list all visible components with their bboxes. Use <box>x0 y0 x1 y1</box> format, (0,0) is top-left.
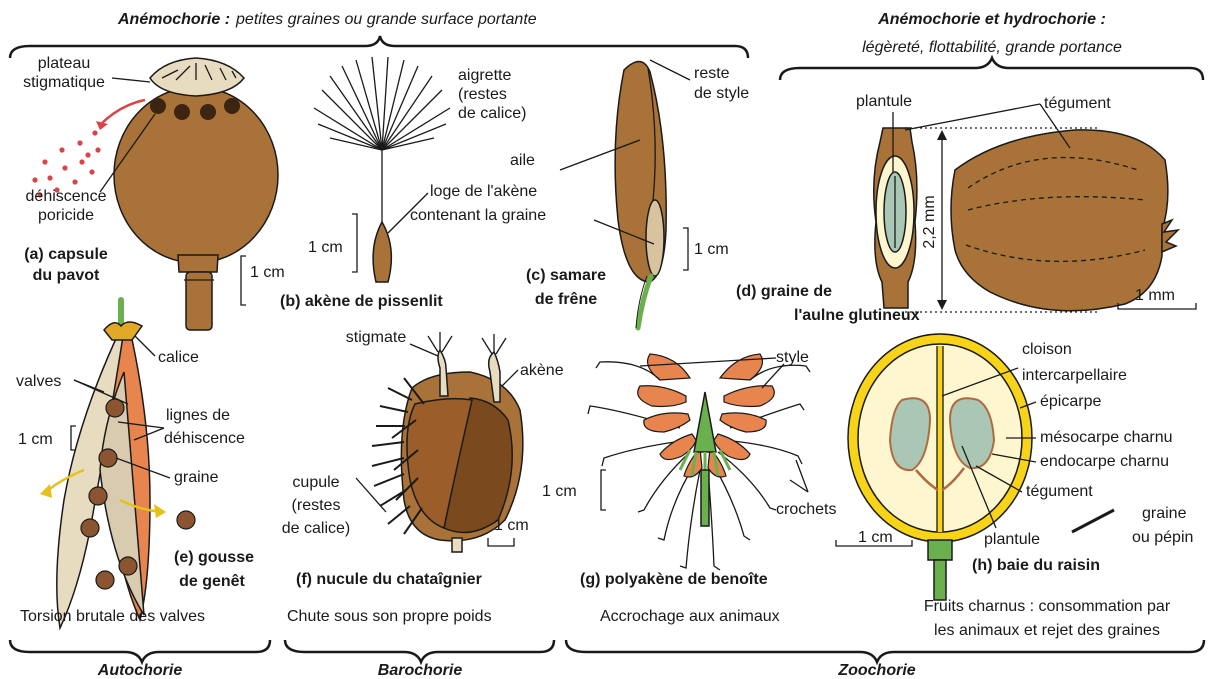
label-tegument-d: tégument <box>1044 95 1111 112</box>
label-zoochorie: Zoochorie <box>837 662 915 679</box>
label-graine-e: graine <box>174 469 219 486</box>
alder-seed-face <box>951 130 1168 311</box>
label-reste-1: reste <box>694 65 730 82</box>
panel-h: cloison intercarpellaire épicarpe mésoca… <box>836 334 1193 600</box>
panel-e: calice valves lignes de déhiscence grain… <box>16 300 254 628</box>
pore <box>150 98 166 114</box>
title-c-1: (c) samare <box>526 267 606 284</box>
label-lignes-2: déhiscence <box>164 430 245 447</box>
header-anemo-hydro-desc: légèreté, flottabilité, grande portance <box>862 39 1122 56</box>
samara-seed-chamber <box>646 200 664 276</box>
pore <box>224 98 240 114</box>
label-dehiscence-1: déhiscence <box>26 188 107 205</box>
label-cupule-3: de calice) <box>282 520 350 537</box>
scale-b: 1 cm <box>308 239 343 256</box>
label-cupule-1: cupule <box>292 474 339 491</box>
pappus <box>314 57 450 150</box>
label-reste-2: de style <box>694 85 749 102</box>
label-barochorie: Barochorie <box>378 662 463 679</box>
label-cloison-1: cloison <box>1022 341 1072 358</box>
label-valves: valves <box>16 373 61 390</box>
bracket-anemochorie <box>10 36 748 58</box>
label-akene: akène <box>520 362 564 379</box>
scale-g: 1 cm <box>542 483 577 500</box>
label-aigrette-2: (restes <box>458 86 507 103</box>
label-graine-h-1: graine <box>1142 505 1187 522</box>
avens-receptacle <box>694 392 716 452</box>
title-e-2: de genêt <box>179 573 245 590</box>
label-loge-1: loge de l'akène <box>430 183 537 200</box>
title-d-2: l'aulne glutineux <box>794 307 920 324</box>
label-stigmate: stigmate <box>346 329 407 346</box>
panel-f: stigmate akène cupule (restes de calice)… <box>282 329 564 588</box>
title-h: (h) baie du raisin <box>972 557 1100 574</box>
label-aigrette-3: de calice) <box>458 105 526 122</box>
bracket-zoochorie <box>566 640 1204 662</box>
mechanism-zoochorie-h-1: Fruits charnus : consommation par <box>924 598 1171 615</box>
bracket-autochorie <box>10 640 270 662</box>
title-c-2: de frêne <box>535 291 597 308</box>
label-cupule-2: (restes <box>292 497 341 514</box>
title-d-1: (d) graine de <box>736 283 832 300</box>
label-dehiscence-2: poricide <box>38 207 94 224</box>
scale-e: 1 cm <box>18 431 53 448</box>
scale-a: 1 cm <box>250 264 285 281</box>
label-autochorie: Autochorie <box>97 662 183 679</box>
panel-g: style crochets 1 cm (g) polyakène de ben… <box>542 349 836 588</box>
header-anemochorie: Anémochorie :petites graines ou grande s… <box>117 11 537 28</box>
label-cloison-2: intercarpellaire <box>1022 367 1127 384</box>
label-tegument-h: tégument <box>1026 483 1093 500</box>
avens-hooks <box>588 404 804 570</box>
title-a-1: (a) capsule <box>24 246 108 263</box>
panel-c: reste de style aile 1 cm (c) samare de f… <box>510 60 749 328</box>
title-g: (g) polyakène de benoîte <box>580 571 768 588</box>
label-endocarpe: endocarpe charnu <box>1040 453 1169 470</box>
label-style: style <box>776 349 809 366</box>
bracket-anemo-hydro <box>780 58 1203 80</box>
label-graine-h-2: ou pépin <box>1132 529 1193 546</box>
title-e-1: (e) gousse <box>174 549 254 566</box>
panel-d: 2,2 mm plantule tégument (d) graine de l… <box>736 93 1196 324</box>
scale-c: 1 cm <box>694 241 729 258</box>
mechanism-zoochorie-h-2: les animaux et rejet des graines <box>934 622 1160 639</box>
poppy-capsule-body <box>114 87 278 263</box>
dandelion-achene <box>373 222 391 282</box>
title-a-2: du pavot <box>33 267 100 284</box>
label-plantule-h: plantule <box>984 531 1040 548</box>
bracket-barochorie <box>285 640 554 662</box>
label-aile: aile <box>510 152 535 169</box>
grape-pedicel <box>934 560 946 600</box>
label-mesocarpe: mésocarpe charnu <box>1040 429 1173 446</box>
title-f: (f) nucule du chataîgnier <box>296 571 482 588</box>
panel-b: aigrette (restes de calice) loge de l'ak… <box>280 57 546 310</box>
label-plantule-d: plantule <box>856 93 912 110</box>
label-lignes-1: lignes de <box>166 407 230 424</box>
pore <box>174 104 190 120</box>
label-calice: calice <box>158 349 199 366</box>
label-loge-2: contenant la graine <box>410 207 546 224</box>
mechanism-zoochorie-g: Accrochage aux animaux <box>600 608 780 625</box>
poppy-neck <box>178 255 218 272</box>
label-plateau-1: plateau <box>38 55 91 72</box>
pore <box>200 104 216 120</box>
avens-stem <box>701 470 709 526</box>
panel-a: plateau stigmatique déhiscence poricide … <box>23 55 285 330</box>
label-crochets: crochets <box>776 501 836 518</box>
poppy-stalk <box>186 272 212 330</box>
title-b: (b) akène de pissenlit <box>280 293 443 310</box>
label-plateau-2: stigmatique <box>23 74 105 91</box>
header-anemo-hydro: Anémochorie et hydrochorie : <box>877 11 1106 28</box>
label-epicarpe: épicarpe <box>1040 393 1101 410</box>
mechanism-autochorie: Torsion brutale des valves <box>20 608 205 625</box>
scale-d: 1 mm <box>1135 287 1175 304</box>
scale-h: 1 cm <box>858 529 893 546</box>
scale-f: 1 cm <box>494 517 529 534</box>
label-dimension: 2,2 mm <box>921 195 938 248</box>
label-aigrette-1: aigrette <box>458 67 511 84</box>
mechanism-barochorie: Chute sous son propre poids <box>287 608 492 625</box>
